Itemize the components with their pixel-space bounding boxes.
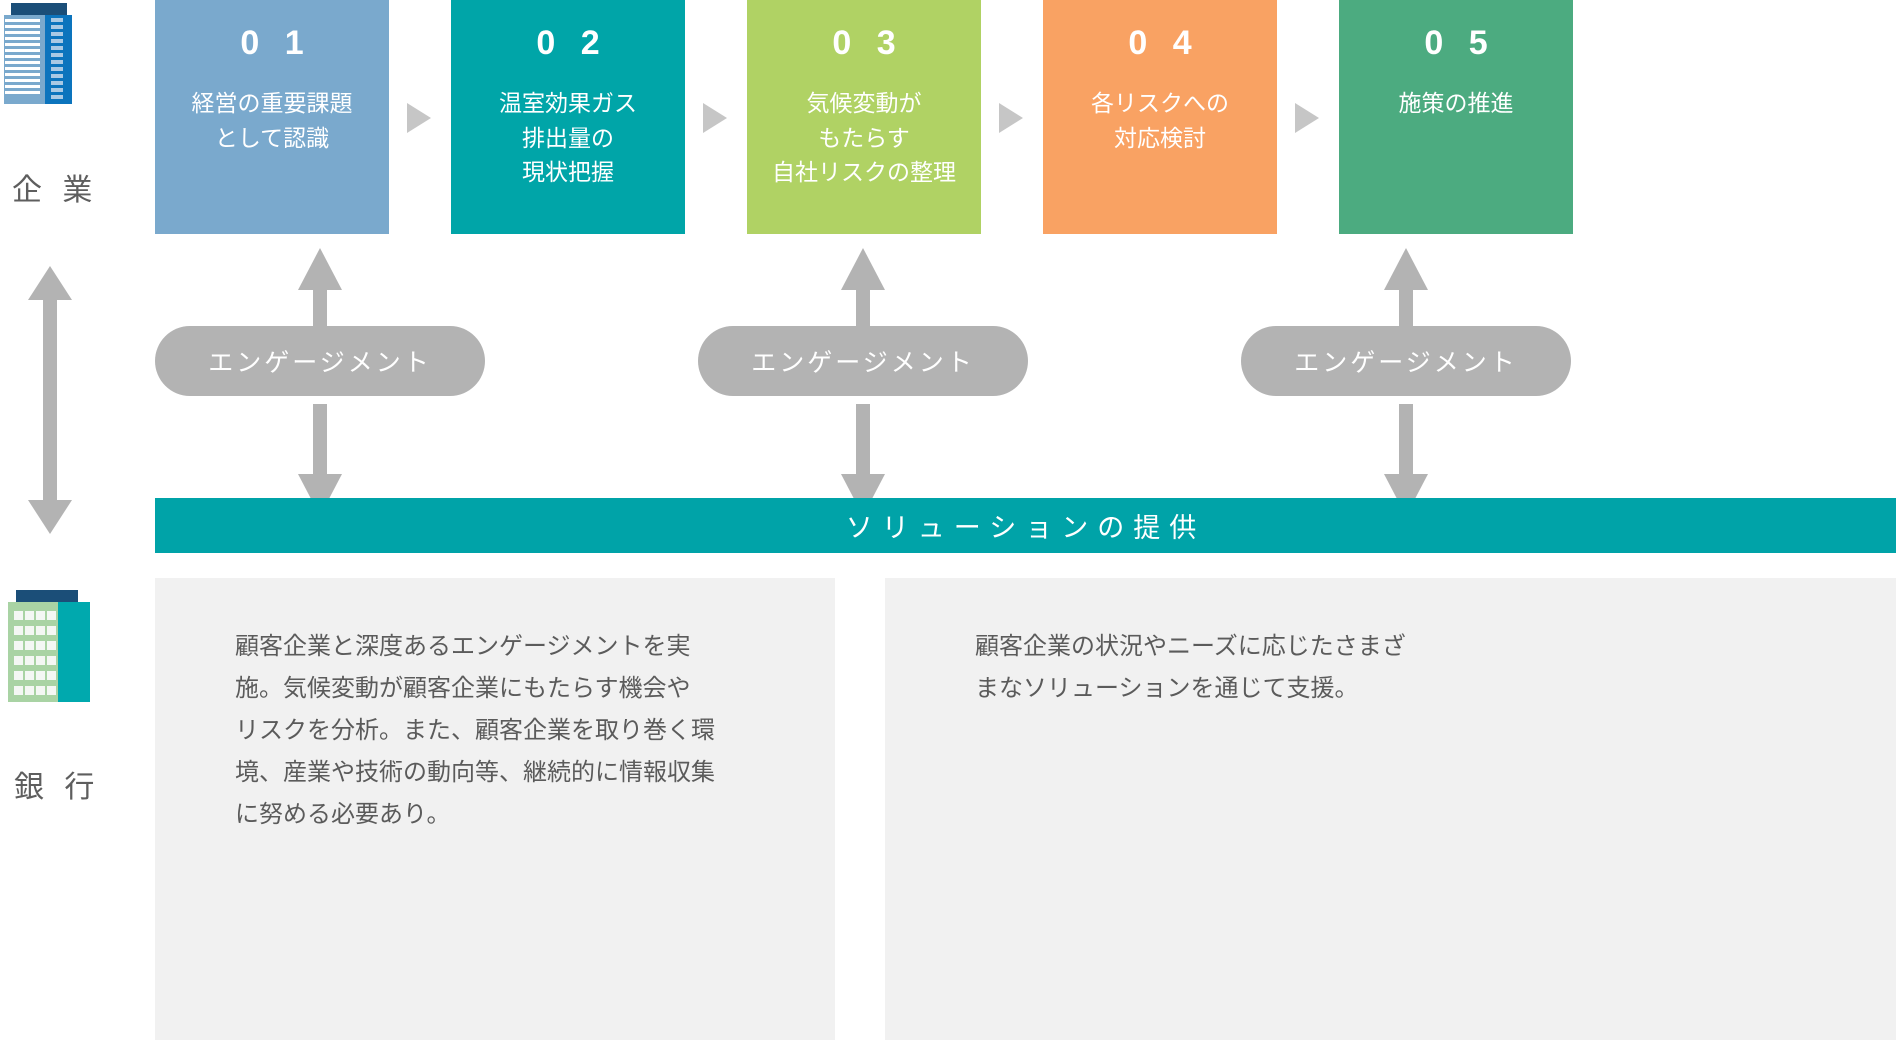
step-number-01: 0 1 [240, 24, 312, 62]
engagement-pill-label-2: エンゲージメント [751, 349, 975, 377]
engagement-group-2: エンゲージメント [698, 248, 1028, 516]
step-box-04[interactable]: 0 4 各リスクへの 対応検討 [1043, 0, 1277, 234]
step-box-05[interactable]: 0 5 施策の推進 [1339, 0, 1573, 234]
solution-bar-label: ソリューションの提供 [845, 513, 1206, 543]
step-label-01: 経営の重要課題 として認識 [191, 90, 353, 151]
note-card-solutions: 顧客企業の状況やニーズに応じたさまざ まなソリューションを通じて支援。 [885, 578, 1896, 1040]
engagement-pill-2[interactable]: エンゲージメント [698, 326, 1028, 396]
step-box-01[interactable]: 0 1 経営の重要課題 として認識 [155, 0, 389, 234]
step-label-05: 施策の推進 [1398, 90, 1514, 116]
step-number-04: 0 4 [1128, 24, 1200, 62]
step-label-02: 温室効果ガス 排出量の 現状把握 [499, 90, 637, 185]
process-steps-row: 0 1 経営の重要課題 として認識 0 2 温室効果ガス 排出量の 現状把握 0… [155, 0, 1896, 234]
engagement-arrow-down-3 [1378, 404, 1434, 516]
step-caret-3 [999, 103, 1023, 133]
note-text-solutions: 顧客企業の状況やニーズに応じたさまざ まなソリューションを通じて支援。 [975, 633, 1406, 702]
note-card-engagement: 顧客企業と深度あるエンゲージメントを実 施。気候変動が顧客企業にもたらす機会や … [155, 578, 835, 1040]
engagement-pill-1[interactable]: エンゲージメント [155, 326, 485, 396]
engagement-arrow-down-2 [835, 404, 891, 516]
step-number-02: 0 2 [536, 24, 608, 62]
double-headed-vertical-arrow [22, 266, 78, 534]
bank-building-svg [8, 590, 90, 702]
engagement-group-1: エンゲージメント [155, 248, 485, 516]
step-number-05: 0 5 [1424, 24, 1496, 62]
bank-building-icon [8, 590, 126, 750]
company-building-svg [4, 3, 72, 104]
step-box-02[interactable]: 0 2 温室効果ガス 排出量の 現状把握 [451, 0, 685, 234]
engagement-arrow-down-1 [292, 404, 348, 516]
rail-label-bank: 銀 行 [14, 771, 101, 804]
engagement-group-3: エンゲージメント [1241, 248, 1571, 516]
engagement-pill-label-1: エンゲージメント [208, 349, 432, 377]
rail-label-company: 企 業 [12, 174, 99, 207]
step-label-03: 気候変動が もたらす 自社リスクの整理 [772, 90, 956, 185]
company-building-icon [4, 2, 122, 174]
engagement-pill-label-3: エンゲージメント [1294, 349, 1518, 377]
step-number-03: 0 3 [832, 24, 904, 62]
solution-bar: ソリューションの提供 [155, 498, 1896, 553]
step-caret-1 [407, 103, 431, 133]
step-label-04: 各リスクへの 対応検討 [1091, 90, 1229, 151]
step-caret-4 [1295, 103, 1319, 133]
step-box-03[interactable]: 0 3 気候変動が もたらす 自社リスクの整理 [747, 0, 981, 234]
note-text-engagement: 顧客企業と深度あるエンゲージメントを実 施。気候変動が顧客企業にもたらす機会や … [235, 633, 715, 828]
step-caret-2 [703, 103, 727, 133]
engagement-pill-3[interactable]: エンゲージメント [1241, 326, 1571, 396]
